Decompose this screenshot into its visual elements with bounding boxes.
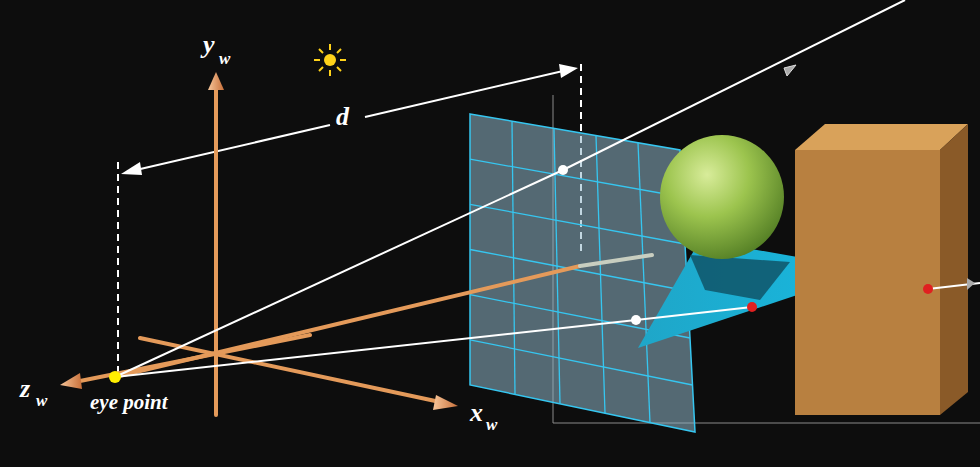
point-label: eye point — [90, 392, 168, 413]
dimension-label: d — [336, 104, 349, 130]
axis-subscript: w — [219, 50, 230, 67]
axis-subscript: w — [36, 392, 47, 409]
image-plane-grid — [470, 114, 695, 432]
axis-label: z — [20, 376, 30, 402]
axis-label: y — [203, 32, 215, 58]
sun-symbol — [314, 44, 346, 76]
axis-subscript: w — [486, 416, 497, 433]
axis-label: x — [470, 400, 483, 426]
box-object — [795, 124, 968, 415]
sphere — [660, 135, 784, 259]
